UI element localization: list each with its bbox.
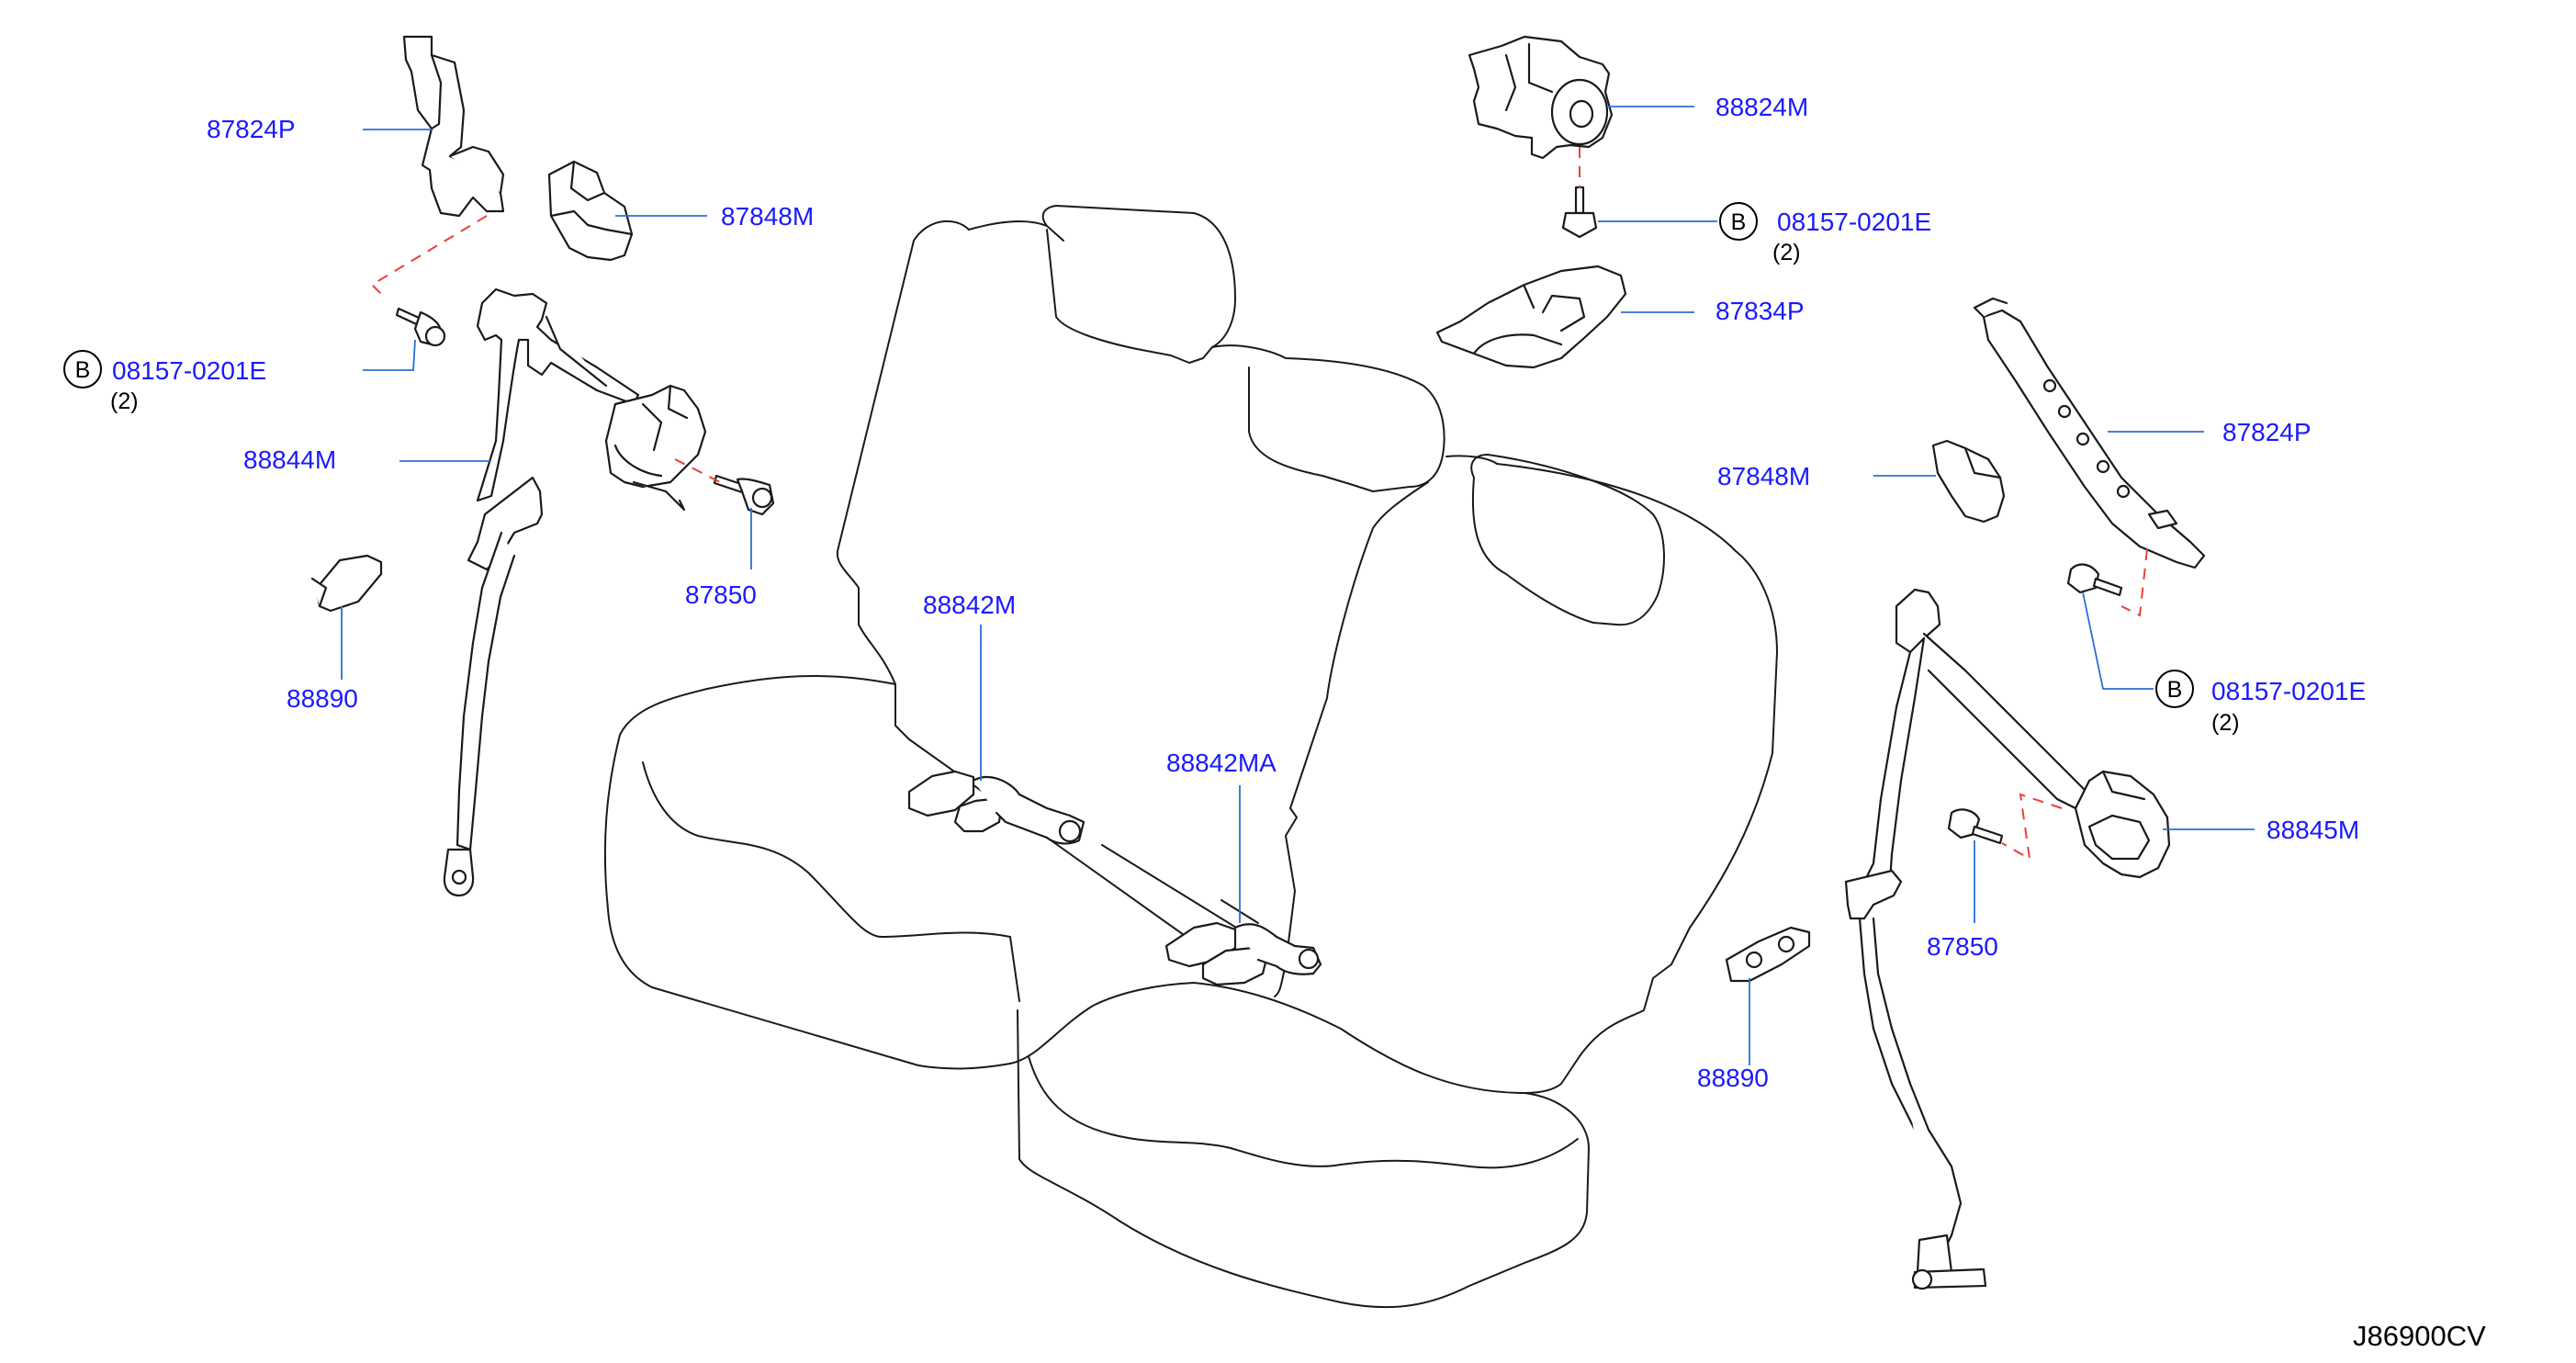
retractor-left xyxy=(604,384,707,512)
guide-right-retractor xyxy=(2001,793,2063,861)
retractor-88845m xyxy=(2074,770,2171,879)
upper-anchor-87824p-right xyxy=(1973,297,2206,569)
label-88842m[interactable]: 88842M xyxy=(923,591,1016,619)
label-87848m-left[interactable]: 87848M xyxy=(721,202,814,231)
label-88842ma[interactable]: 88842MA xyxy=(1166,749,1277,777)
label-88824m[interactable]: 88824M xyxy=(1715,93,1808,121)
bolt-87850-right xyxy=(1947,808,2004,845)
label-88845m[interactable]: 88845M xyxy=(2267,816,2359,844)
bolt-87850-left xyxy=(713,474,775,516)
belt-88844m xyxy=(443,287,640,897)
bolt-marker-right-circle xyxy=(2155,670,2194,708)
drawing-code: J86900CV xyxy=(2353,1320,2486,1352)
plate-88890-left xyxy=(310,554,383,613)
retractor-88824m xyxy=(1468,35,1614,160)
label-87850-right[interactable]: 87850 xyxy=(1927,932,1998,961)
label-88890-left[interactable]: 88890 xyxy=(287,684,358,713)
bolt-marker-top-circle xyxy=(1719,202,1758,241)
label-bolt-left[interactable]: 08157-0201E xyxy=(112,356,266,385)
upper-anchor-87824p-left xyxy=(402,35,505,218)
cover-87834p xyxy=(1435,265,1627,369)
label-87848m-right[interactable]: 87848M xyxy=(1717,462,1810,490)
bolt-marker-left: B xyxy=(75,357,91,383)
bolt-left xyxy=(395,307,446,347)
qty-bolt-left: (2) xyxy=(110,389,139,414)
guide-right-anchor xyxy=(2120,548,2148,617)
qty-bolt-right: (2) xyxy=(2211,710,2240,736)
bolt-marker-left-circle xyxy=(63,350,102,389)
cover-87848m-right xyxy=(1931,439,2006,524)
label-87824p-left[interactable]: 87824P xyxy=(207,115,296,143)
guide-left-anchor xyxy=(370,215,488,295)
leader-bolt-right xyxy=(2082,591,2154,690)
bolt-right-upper xyxy=(2066,563,2123,597)
buckle-88842m xyxy=(907,770,1086,845)
qty-bolt-top: (2) xyxy=(1772,240,1801,265)
cover-87848m-left xyxy=(547,160,634,262)
label-88890-right[interactable]: 88890 xyxy=(1697,1064,1769,1092)
bolt-top xyxy=(1561,186,1598,239)
buckle-88842ma xyxy=(1164,921,1322,986)
plate-88890-right xyxy=(1725,926,1811,983)
guide-left-retractor xyxy=(674,458,726,486)
label-88844m[interactable]: 88844M xyxy=(243,445,336,474)
label-bolt-top[interactable]: 08157-0201E xyxy=(1777,208,1931,236)
bolt-marker-right: B xyxy=(2167,677,2183,703)
leader-bolt-left xyxy=(363,339,416,371)
bolt-marker-top: B xyxy=(1731,209,1747,235)
belt-right xyxy=(1844,588,2087,1290)
label-87834p[interactable]: 87834P xyxy=(1715,297,1805,325)
label-87824p-right[interactable]: 87824P xyxy=(2222,418,2312,446)
label-87850-left[interactable]: 87850 xyxy=(685,580,757,609)
label-bolt-right[interactable]: 08157-0201E xyxy=(2211,677,2366,705)
